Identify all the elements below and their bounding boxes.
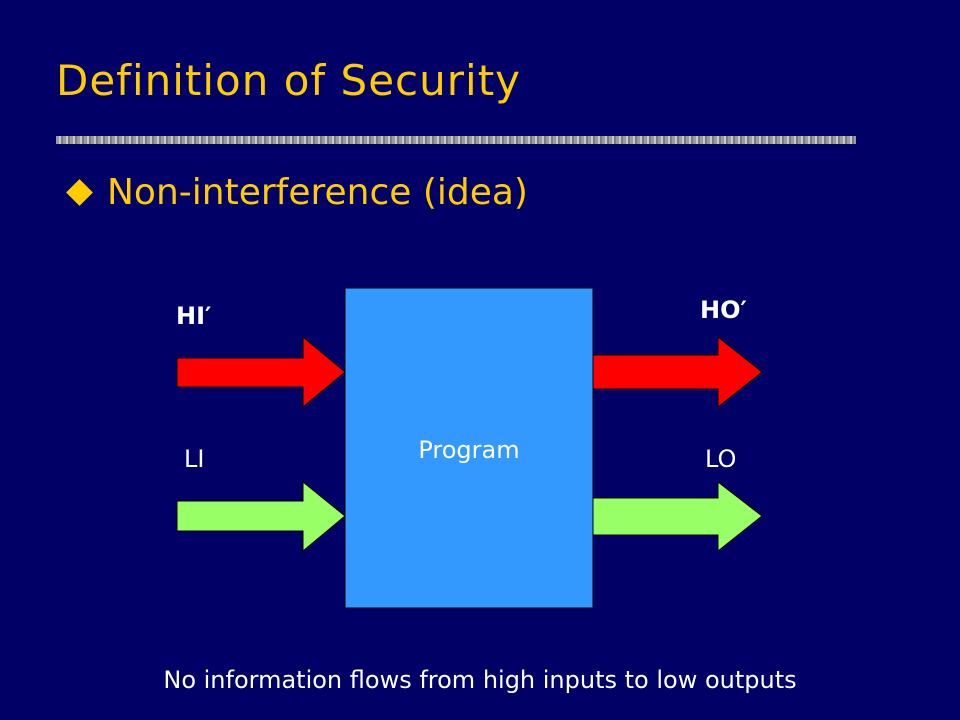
bullet-item: Non-interference (idea) — [66, 172, 528, 213]
program-label: Program — [418, 436, 519, 464]
low-input-label: LI — [184, 445, 204, 473]
program-box — [344, 287, 594, 609]
low-output-arrow — [592, 480, 763, 553]
high-input-label: HI′ — [176, 302, 211, 330]
slide-title: Definition of Security — [56, 56, 522, 105]
title-divider — [56, 136, 856, 144]
bullet-text: Non-interference (idea) — [107, 172, 528, 213]
high-output-label: HO′ — [700, 296, 747, 324]
low-output-label: LO — [705, 445, 736, 473]
high-input-arrow — [176, 335, 346, 409]
high-output-arrow — [592, 335, 763, 409]
low-input-arrow — [176, 480, 346, 553]
slide-caption: No information flows from high inputs to… — [163, 666, 797, 694]
